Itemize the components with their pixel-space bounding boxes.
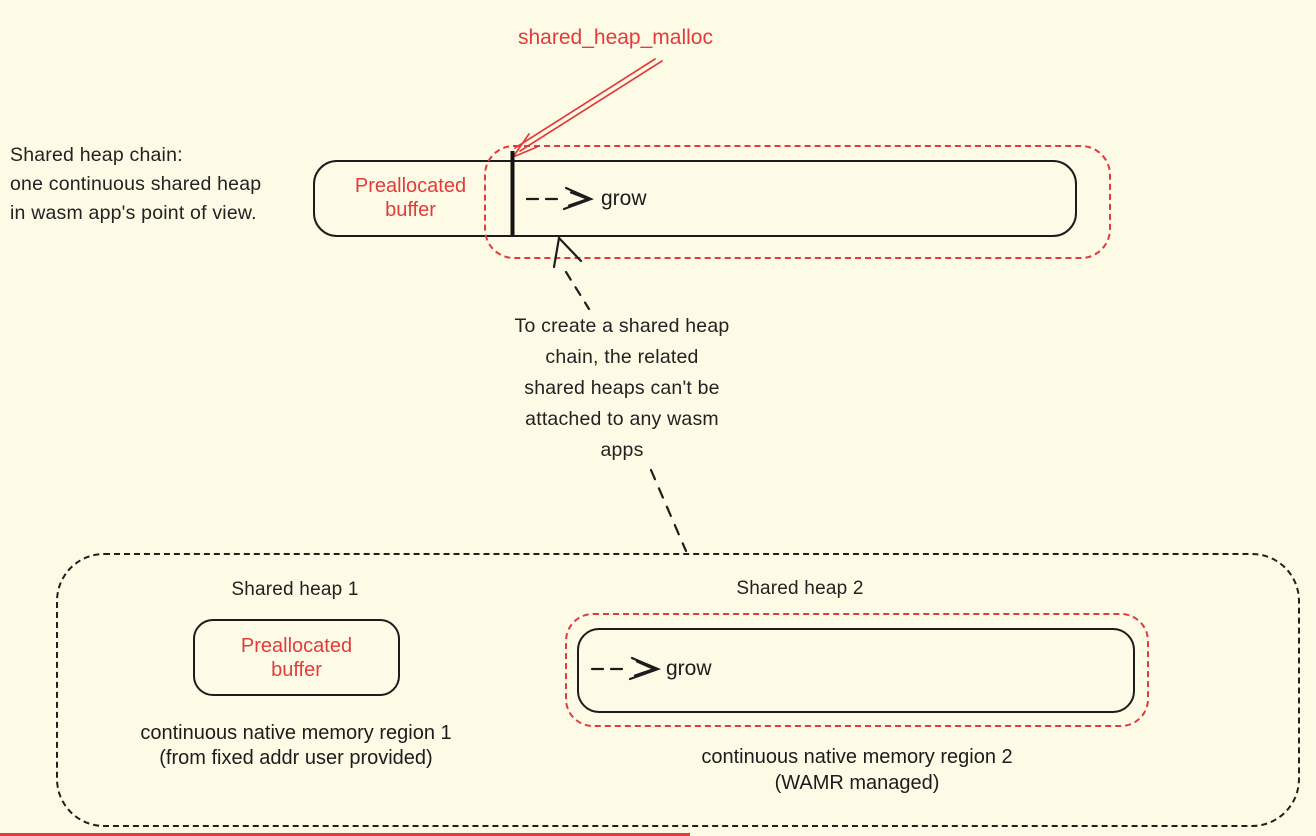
heap1-caption-line2: (from fixed addr user provided) [159, 747, 433, 769]
malloc-arrow [512, 58, 663, 158]
heap1-caption-line1: continuous native memory region 1 [140, 722, 452, 744]
intro-line-2: one continuous shared heap [10, 173, 262, 195]
heap1-caption: continuous native memory region 1 (from … [96, 721, 496, 771]
heap2-caption: continuous native memory region 2 (WAMR … [657, 744, 1057, 796]
growable-region-dashed-outline [484, 145, 1111, 259]
note-text: To create a shared heap chain, the relat… [497, 311, 747, 466]
note-line-4: attached to any wasm [525, 408, 719, 430]
note-line-3: shared heaps can't be [524, 377, 720, 399]
shared-heap-malloc-label: shared_heap_malloc [518, 26, 713, 49]
heap1-preallocated-buffer-box: Preallocated buffer [193, 619, 400, 696]
note-line-5: apps [600, 439, 644, 461]
shared-heap-chain-bar [313, 160, 1077, 237]
grow-label-heap2: grow [666, 657, 712, 680]
preallocated-buffer-line2: buffer [385, 199, 436, 221]
shared-heap-2-title: Shared heap 2 [736, 578, 864, 599]
heap2-dashed-outline [565, 613, 1149, 727]
heap1-prealloc-line1: Preallocated [240, 634, 353, 657]
grow-label-main: grow [601, 187, 647, 210]
intro-line-1: Shared heap chain: [10, 144, 183, 166]
heap1-prealloc-line2: buffer [271, 658, 322, 681]
note-connector [649, 468, 688, 553]
bottom-edge-red-line [0, 833, 690, 836]
heap2-caption-line1: continuous native memory region 2 [701, 746, 1013, 768]
preallocated-buffer-line1: Preallocated [354, 175, 467, 197]
note-line-2: chain, the related [545, 346, 699, 368]
intro-text: Shared heap chain: one continuous shared… [10, 141, 261, 228]
heap1-preallocated-buffer-label: Preallocated buffer [241, 634, 352, 682]
shared-heaps-group-outline [56, 553, 1300, 827]
note-line-1: To create a shared heap [514, 315, 730, 337]
intro-line-3: in wasm app's point of view. [10, 202, 257, 224]
preallocated-buffer-label-main: Preallocated buffer [318, 174, 503, 222]
heap2-box [577, 628, 1135, 713]
shared-heap-1-title: Shared heap 1 [231, 579, 359, 600]
heap2-caption-line2: (WAMR managed) [774, 772, 940, 794]
